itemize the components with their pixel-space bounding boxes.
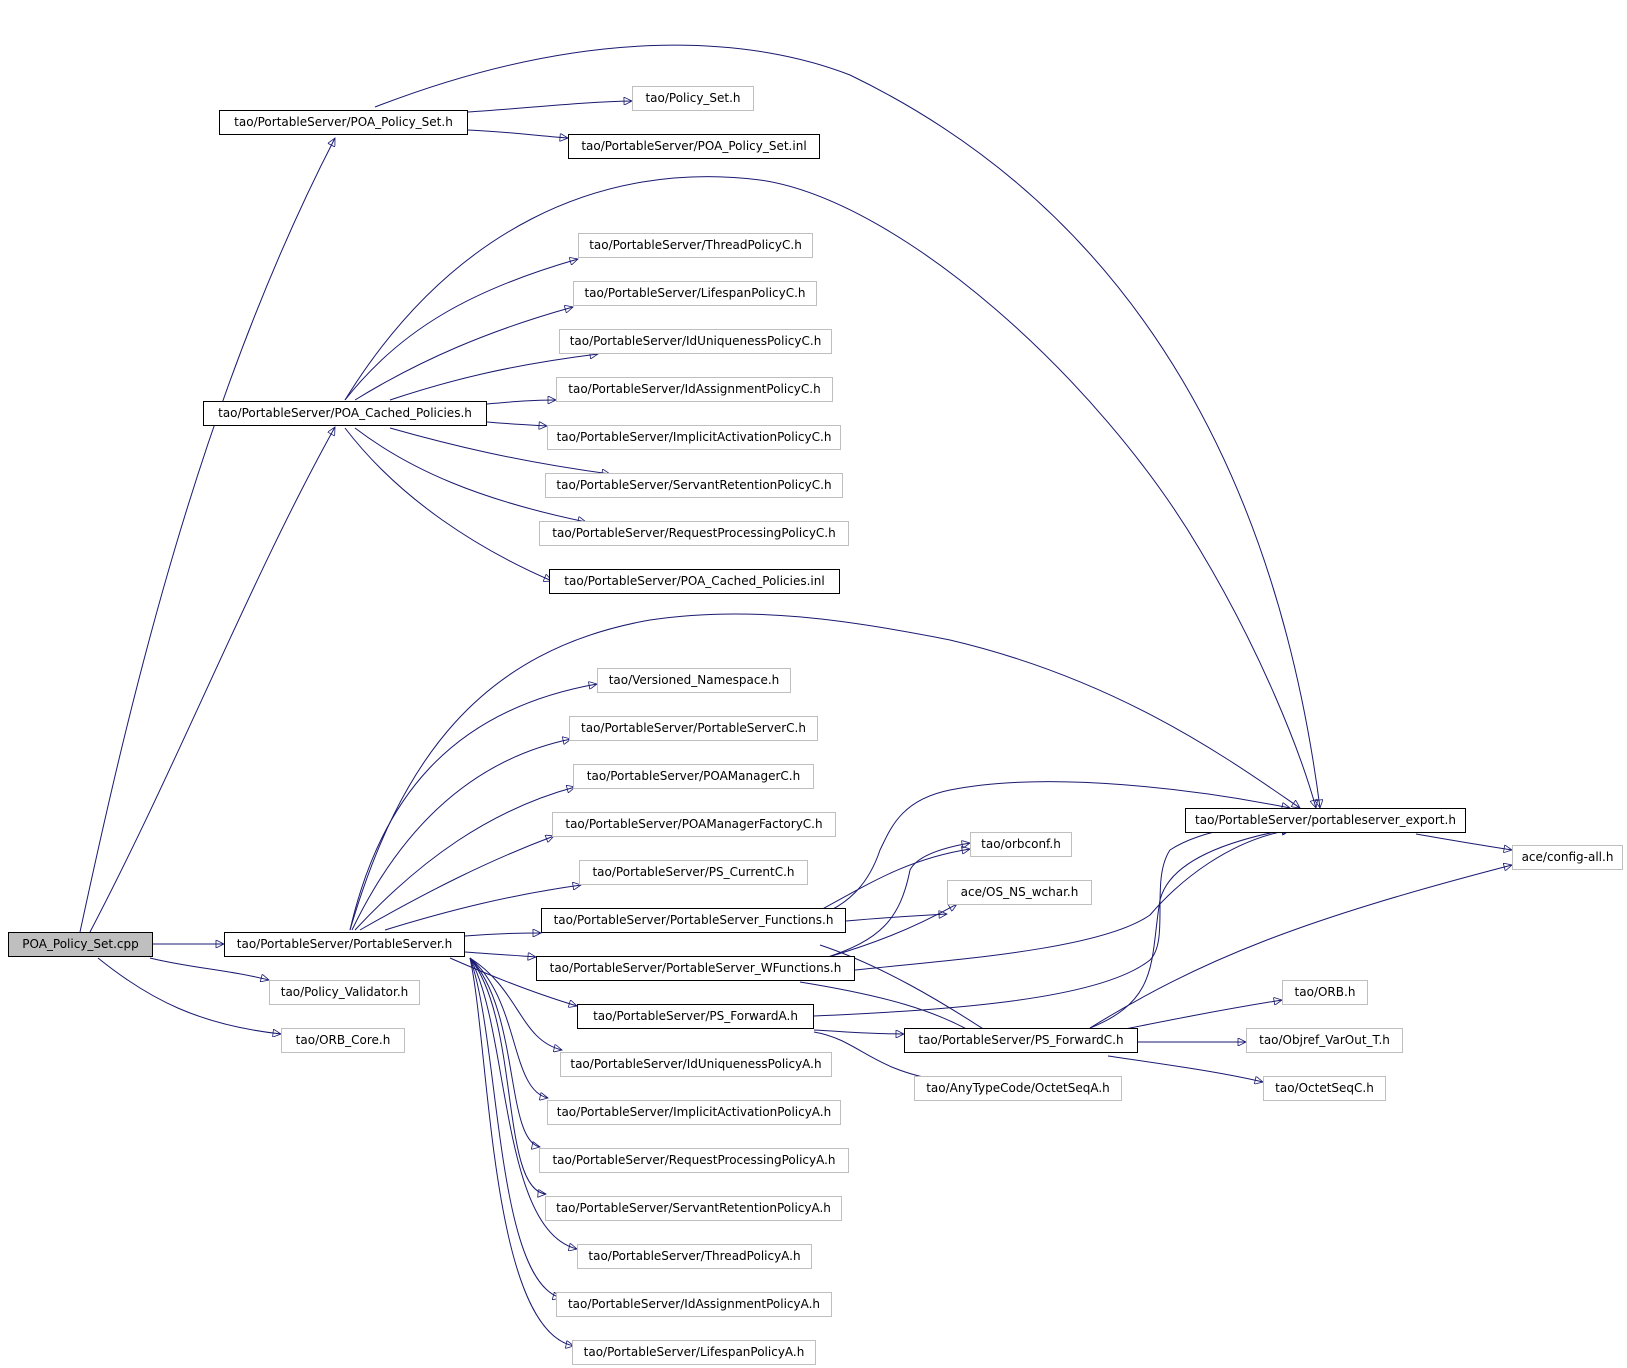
node-orbconf[interactable]: tao/orbconf.h [970,832,1072,857]
edge-cached-to-cached-inl [344,427,552,581]
edge-ps-to-idassignment-a [469,957,561,1298]
node-poa-policy-set-cpp: POA_Policy_Set.cpp [8,932,153,957]
node-lifespan-policy-c[interactable]: tao/PortableServer/LifespanPolicyC.h [573,281,817,306]
node-implicit-activation-policy-c[interactable]: tao/PortableServer/ImplicitActivationPol… [547,425,841,450]
edge-ps-to-thread-policy-a [469,957,577,1249]
node-implicit-activation-policy-a[interactable]: tao/PortableServer/ImplicitActivationPol… [547,1100,841,1125]
edge-ps-to-portableserverc [351,739,571,931]
edge-root-to-orb-core [97,957,281,1034]
edge-cached-to-thread-policy-c [344,259,578,401]
edge-ps-to-wfunctions [464,951,536,957]
node-request-processing-policy-a[interactable]: tao/PortableServer/RequestProcessingPoli… [539,1148,849,1173]
edge-root-to-policy-validator [149,957,269,980]
edge-poa-policy-set-h-to-export [374,44,1320,808]
edge-ps-to-iduniqueness-a [469,957,562,1050]
node-idassignment-policy-c[interactable]: tao/PortableServer/IdAssignmentPolicyC.h [556,377,833,402]
edge-functions-to-os-ns-wchar [845,914,947,922]
edge-ps-to-request-processing-a [469,957,540,1147]
edge-forwarda-to-ps-forwardc [813,1029,904,1034]
node-servant-retention-policy-a[interactable]: tao/PortableServer/ServantRetentionPolic… [545,1196,842,1221]
edge-forwardc-to-octetseq-c [1107,1055,1263,1082]
edge-ps-to-poamanagerc [354,787,575,931]
edge-wfunctions-to-export [854,830,1290,971]
node-poamanagerfactory-c[interactable]: tao/PortableServer/POAManagerFactoryC.h [552,812,836,837]
edge-wfunctions-to-orbconf [824,843,970,959]
node-servant-retention-policy-c[interactable]: tao/PortableServer/ServantRetentionPolic… [545,473,843,498]
node-ps-forward-a[interactable]: tao/PortableServer/PS_ForwardA.h [577,1004,814,1029]
node-iduniqueness-policy-a[interactable]: tao/PortableServer/IdUniquenessPolicyA.h [560,1052,832,1077]
edge-cached-to-iduniqueness-policy-c [389,354,598,401]
node-os-ns-wchar[interactable]: ace/OS_NS_wchar.h [947,880,1092,905]
edge-root-to-poa-cached-policies-h [89,427,336,933]
node-ps-current-c[interactable]: tao/PortableServer/PS_CurrentC.h [579,860,808,885]
edge-poa-policy-set-h-to-poa-policy-set-inl [467,129,568,138]
node-octetseq-c[interactable]: tao/OctetSeqC.h [1263,1076,1386,1101]
edge-ps-to-export [349,613,1300,931]
edge-forwardc-to-config-all [1089,865,1512,1029]
node-policy-validator[interactable]: tao/Policy_Validator.h [269,980,420,1005]
edge-poa-policy-set-h-to-policy-set-h [467,101,632,113]
edge-functions-to-export [799,781,1290,922]
node-portableserver-wfunctions[interactable]: tao/PortableServer/PortableServer_WFunct… [536,956,855,981]
node-iduniqueness-policy-c[interactable]: tao/PortableServer/IdUniquenessPolicyC.h [559,329,832,354]
node-portableserver-export[interactable]: tao/PortableServer/portableserver_export… [1185,808,1466,833]
edge-ps-to-poamanagerfactoryc [359,836,554,931]
edge-ps-to-lifespan-a [469,957,574,1346]
edge-cached-to-idassignment-policy-c [486,400,556,405]
edge-cached-to-export [344,176,1316,808]
node-poa-cached-policies-h[interactable]: tao/PortableServer/POA_Cached_Policies.h [203,401,487,426]
node-idassignment-policy-a[interactable]: tao/PortableServer/IdAssignmentPolicyA.h [556,1292,832,1317]
edge-cached-to-servant-retention-c [389,427,610,474]
edge-ps-to-implicit-activation-a [469,957,548,1098]
node-thread-policy-c[interactable]: tao/PortableServer/ThreadPolicyC.h [578,233,813,258]
edge-ps-to-versioned [349,684,597,931]
node-portableserver-functions[interactable]: tao/PortableServer/PortableServer_Functi… [541,908,846,933]
node-octetseq-a[interactable]: tao/AnyTypeCode/OctetSeqA.h [914,1076,1122,1101]
node-poamanager-c[interactable]: tao/PortableServer/POAManagerC.h [573,764,814,789]
edge-export-to-config-all [1415,833,1512,850]
node-orb-h[interactable]: tao/ORB.h [1282,980,1368,1005]
node-poa-cached-policies-inl[interactable]: tao/PortableServer/POA_Cached_Policies.i… [549,569,840,594]
node-orb-core[interactable]: tao/ORB_Core.h [281,1028,405,1053]
node-poa-policy-set-inl[interactable]: tao/PortableServer/POA_Policy_Set.inl [568,134,820,159]
edge-cached-to-request-processing-c [354,427,586,522]
node-policy-set-h[interactable]: tao/Policy_Set.h [632,86,754,111]
node-ps-forward-c[interactable]: tao/PortableServer/PS_ForwardC.h [904,1028,1138,1053]
edge-ps-to-ps-forwarda [449,957,577,1006]
edge-root-to-poa-policy-set-h [79,138,336,933]
node-config-all[interactable]: ace/config-all.h [1512,845,1623,870]
edge-ps-to-functions [464,933,541,936]
edge-wfunctions-to-os-ns-wchar [824,903,957,959]
node-portableserver-c[interactable]: tao/PortableServer/PortableServerC.h [569,716,818,741]
edge-ps-to-ps-currentc [384,885,581,931]
node-versioned-namespace[interactable]: tao/Versioned_Namespace.h [597,668,791,693]
edge-cached-to-implicit-activation-c [486,422,547,426]
node-request-processing-policy-c[interactable]: tao/PortableServer/RequestProcessingPoli… [539,521,849,546]
node-objref-varout[interactable]: tao/Objref_VarOut_T.h [1246,1028,1403,1053]
node-thread-policy-a[interactable]: tao/PortableServer/ThreadPolicyA.h [577,1244,812,1269]
node-poa-policy-set-h[interactable]: tao/PortableServer/POA_Policy_Set.h [219,110,468,135]
edge-ps-to-servant-retention-a [469,957,546,1194]
edge-forwardc-to-export [1089,829,1290,1029]
node-lifespan-policy-a[interactable]: tao/PortableServer/LifespanPolicyA.h [572,1340,816,1365]
edge-cached-to-lifespan-policy-c [354,307,573,401]
edge-forwardc-to-orb-h [1109,1000,1282,1033]
node-portableserver-h[interactable]: tao/PortableServer/PortableServer.h [224,932,465,957]
